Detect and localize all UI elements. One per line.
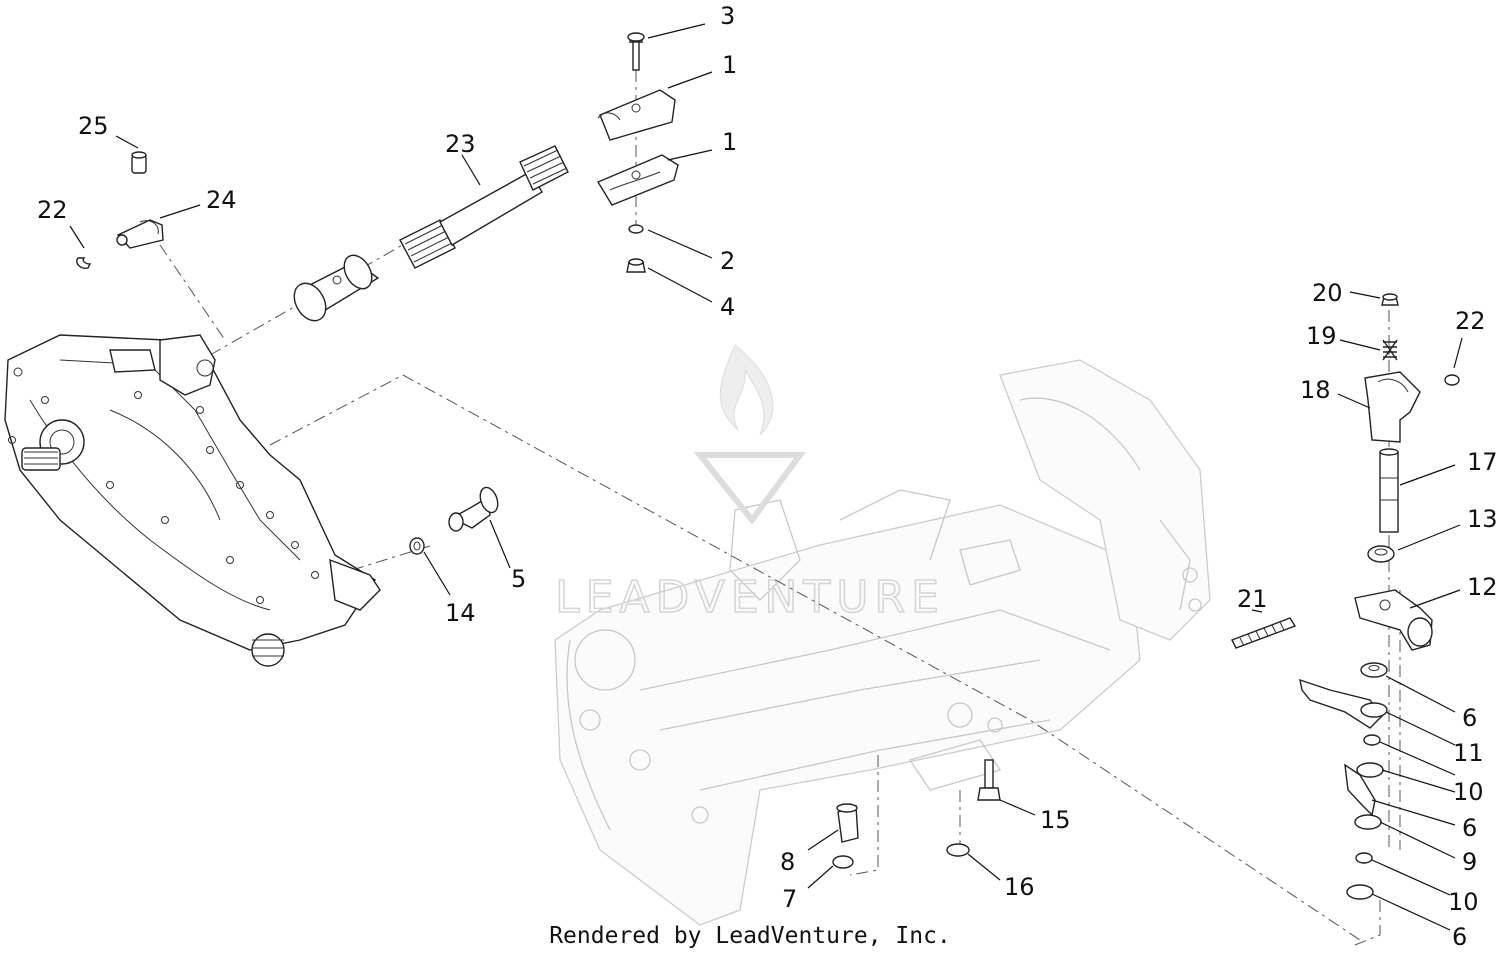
flame-icon (719, 344, 774, 436)
callout-18: 18 (1300, 376, 1331, 404)
callout-6-a: 6 (1462, 704, 1477, 732)
callout-24: 24 (206, 186, 237, 214)
v-logo-icon (693, 452, 806, 525)
callout-15: 15 (1040, 806, 1071, 834)
assembly-lines (159, 45, 1401, 946)
callout-6-c: 6 (1452, 923, 1467, 951)
callout-22-left: 22 (37, 196, 68, 224)
callout-3: 3 (720, 2, 735, 30)
transmission-housing (4, 334, 381, 667)
callout-11: 11 (1453, 739, 1484, 767)
shaft-clamps (596, 32, 679, 273)
leader-lines (69, 23, 1463, 931)
callout-25: 25 (78, 112, 109, 140)
callout-1-lower-clamp: 1 (722, 128, 737, 156)
callout-5: 5 (511, 565, 526, 593)
callout-13: 13 (1467, 505, 1498, 533)
callout-17: 17 (1467, 448, 1498, 476)
callout-2: 2 (720, 247, 735, 275)
callout-22-right: 22 (1455, 307, 1486, 335)
bottom-fasteners (832, 759, 1001, 869)
leadventure-watermark: LEADVENTURE (554, 344, 945, 624)
left-linkage (76, 151, 164, 270)
callout-9: 9 (1462, 848, 1477, 876)
callout-4: 4 (720, 293, 735, 321)
callout-21: 21 (1237, 585, 1268, 613)
callout-labels: 3 1 1 23 25 24 22 2 4 20 22 19 18 17 13 … (37, 2, 1498, 951)
callout-6-b: 6 (1462, 814, 1477, 842)
callout-14: 14 (445, 599, 476, 627)
bushings-left (409, 486, 499, 555)
callout-7: 7 (782, 885, 797, 913)
callout-10-b: 10 (1453, 778, 1484, 806)
watermark-text: LEADVENTURE (555, 572, 945, 623)
callout-1-upper-clamp: 1 (722, 51, 737, 79)
steering-shaft (293, 145, 569, 322)
callout-23: 23 (445, 130, 476, 158)
callout-8: 8 (780, 848, 795, 876)
callout-20: 20 (1312, 279, 1343, 307)
right-linkage (1231, 293, 1460, 900)
frame-ghost (554, 359, 1211, 926)
callout-12: 12 (1467, 573, 1498, 601)
rendered-by-credit: Rendered by LeadVenture, Inc. (549, 923, 951, 949)
callout-19: 19 (1306, 322, 1337, 350)
callout-10-c: 10 (1448, 888, 1479, 916)
callout-16: 16 (1004, 873, 1035, 901)
